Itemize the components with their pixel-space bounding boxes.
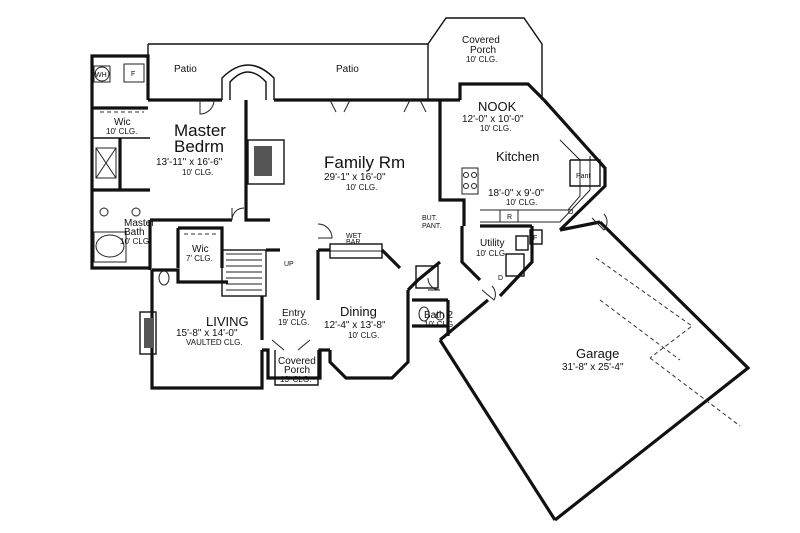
dryer-label: D — [498, 275, 503, 282]
master-name-1: Master — [174, 121, 226, 140]
wic-small-ceiling: 7' CLG. — [186, 254, 213, 263]
living-ceiling: VAULTED CLG. — [186, 338, 243, 347]
fixtures — [93, 63, 445, 322]
wic-master-ceiling: 10' CLG. — [106, 127, 137, 136]
pantry-name: Pant — [576, 173, 590, 180]
dining-ceiling: 10' CLG. — [348, 331, 379, 340]
patio-left-label: Patio — [174, 64, 197, 75]
wet-bar-label-2: BAR — [346, 239, 360, 246]
bath2-ceiling: 10' CLG. — [424, 320, 455, 329]
dining-name: Dining — [340, 304, 377, 319]
master-size: 13'-11" x 16'-6" — [156, 157, 223, 168]
covered-porch-top-name-1: Covered — [462, 35, 500, 46]
family-ceiling: 10' CLG. — [346, 183, 377, 192]
water-heater-label: WH — [95, 72, 107, 79]
covered-porch-front-name-2: Porch — [284, 365, 310, 376]
master-bath-name-2: Bath — [124, 227, 145, 238]
utility-name: Utility — [480, 238, 504, 249]
interior-walls — [92, 100, 741, 427]
nook-size: 12'-0" x 10'-0" — [462, 114, 524, 125]
dining-size: 12'-4" x 13'-8" — [324, 320, 386, 331]
nook-ceiling: 10' CLG. — [480, 124, 511, 133]
furnace-label-2: F — [533, 235, 537, 242]
nook-name: NOOK — [478, 99, 517, 114]
room-labels: Patio Patio Covered Porch 10' CLG. NOOK … — [95, 35, 624, 384]
covered-porch-front-name-1: Covered — [278, 356, 316, 367]
master-name-2: Bedrm — [174, 137, 224, 156]
doors — [199, 99, 608, 351]
oven-label: O — [568, 209, 574, 216]
covered-porch-front-ceiling: 13' CLG. — [280, 375, 311, 384]
living-size: 15'-8" x 14'-0" — [176, 328, 238, 339]
entry-name: Entry — [282, 308, 305, 319]
master-ceiling: 10' CLG. — [182, 168, 213, 177]
kitchen-size: 18'-0" x 9'-0" — [488, 188, 544, 199]
living-name: LIVING — [206, 314, 249, 329]
covered-porch-top-label-2: Porch — [470, 45, 496, 56]
kitchen-name: Kitchen — [496, 149, 539, 164]
exterior-walls — [90, 17, 751, 522]
stair-up-label: UP — [284, 261, 294, 268]
utility-ceiling: 10' CLG. — [476, 249, 507, 258]
wic-small-name: Wic — [192, 244, 209, 255]
master-bath-ceiling: 10' CLG. — [120, 237, 151, 246]
garage-size: 31'-8" x 25'-4" — [562, 362, 624, 373]
family-name: Family Rm — [324, 153, 405, 172]
wic-master-name: Wic — [114, 117, 131, 128]
patio-right-label: Patio — [336, 64, 359, 75]
but-pant-label-2: PANT. — [422, 223, 441, 230]
covered-porch-top-label: Covered — [462, 35, 500, 46]
entry-ceiling: 19' CLG. — [278, 318, 309, 327]
family-size: 29'-1" x 16'-0" — [324, 172, 386, 183]
but-pant-label-1: BUT. — [422, 215, 437, 222]
kitchen-ceiling: 10' CLG. — [506, 198, 537, 207]
refrigerator-label: R — [507, 214, 512, 221]
garage-name: Garage — [576, 346, 619, 361]
bath2-name: Bath 2 — [424, 310, 453, 321]
master-bath-name-1: Master — [124, 218, 155, 229]
covered-porch-top-ceiling: 10' CLG. — [466, 55, 497, 64]
wet-bar-label-1: WET — [346, 233, 362, 240]
furnace-label: F — [131, 71, 135, 78]
